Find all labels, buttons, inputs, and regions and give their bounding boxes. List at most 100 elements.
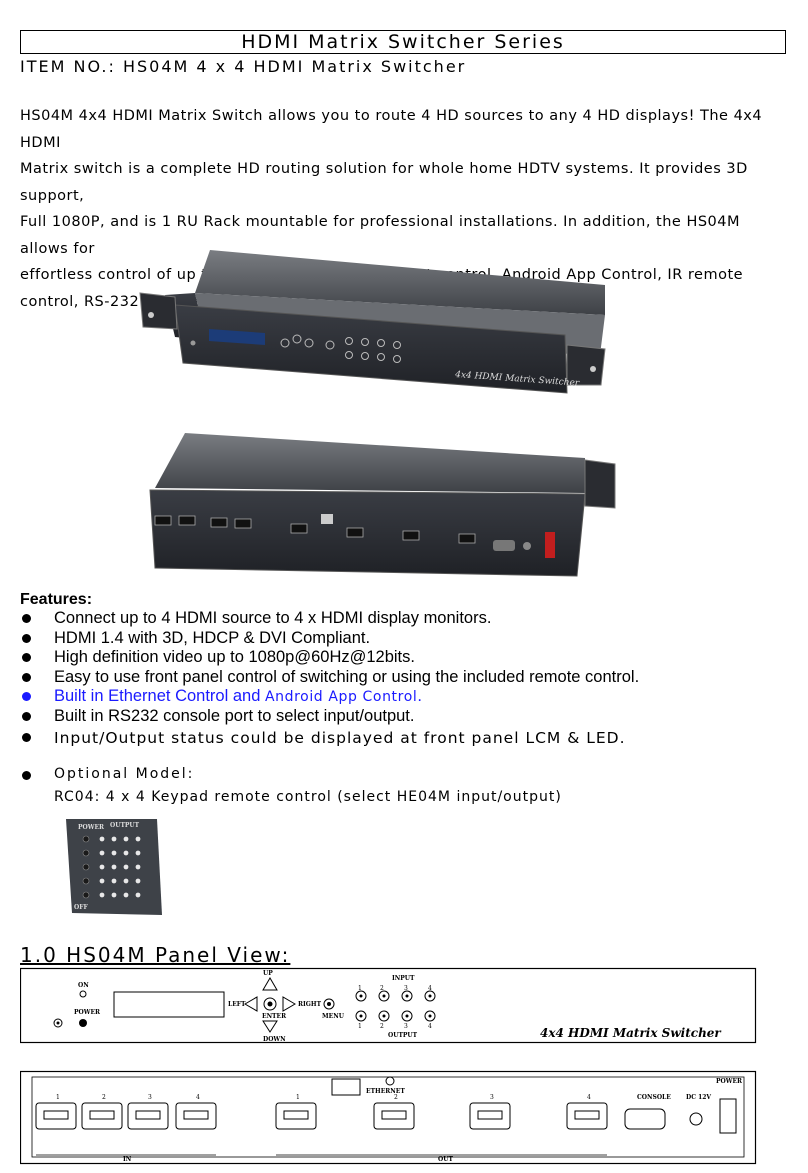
ethernet-port-icon [331, 1078, 361, 1096]
port-number: 4 [196, 1094, 200, 1101]
rc04-description: RC04: 4 x 4 Keypad remote control (selec… [54, 789, 562, 805]
output-number: 3 [404, 1023, 408, 1030]
keypad-power-label: POWER [78, 824, 105, 831]
bullet-icon [22, 653, 31, 663]
down-button-icon[interactable] [262, 1020, 278, 1033]
panel-view-heading: 1.0 HS04M Panel View: [20, 943, 291, 967]
console-port-icon [624, 1108, 666, 1130]
input-number: 1 [358, 985, 362, 992]
description-line: HS04M 4x4 HDMI Matrix Switch allows you … [20, 108, 763, 151]
port-number: 1 [296, 1094, 300, 1101]
out-label: OUT [438, 1156, 453, 1163]
bullet-icon [22, 614, 31, 623]
port-number: 3 [148, 1094, 152, 1101]
keypad-off-label: OFF [74, 904, 88, 911]
port-number: 2 [102, 1094, 106, 1101]
menu-label: MENU [322, 1013, 345, 1020]
hdmi-in-port-icon [127, 1102, 169, 1130]
right-button-icon[interactable] [282, 996, 296, 1012]
front-product-photo: 4x4 HDMI Matrix Switcher [139, 250, 606, 394]
description-line: Full 1080P, and is 1 RU Rack mountable f… [20, 214, 741, 257]
output-button-icon[interactable] [401, 1010, 413, 1022]
feature-text: Built in RS232 console port to select in… [54, 706, 415, 725]
hdmi-in-port-icon [35, 1102, 77, 1130]
enter-label: ENTER [262, 1013, 287, 1020]
feature-text: HDMI 1.4 with 3D, HDCP & DVI Compliant. [54, 628, 371, 647]
hdmi-out-port-icon [469, 1102, 511, 1130]
ir-sensor-icon [53, 1018, 63, 1028]
ethernet-label: ETHERNET [366, 1088, 405, 1095]
output-button-icon[interactable] [424, 1010, 436, 1022]
console-label: CONSOLE [637, 1094, 671, 1101]
feature-item: Easy to use front panel control of switc… [20, 668, 639, 688]
port-number: 3 [490, 1094, 494, 1101]
output-label: OUTPUT [388, 1032, 418, 1039]
description-line: Matrix switch is a complete HD routing s… [20, 161, 748, 204]
hdmi-out-port-icon [566, 1102, 608, 1130]
port-number: 1 [56, 1094, 60, 1101]
feature-item-highlighted: Built in Ethernet Control and Android Ap… [20, 687, 639, 707]
input-button-icon[interactable] [378, 990, 390, 1002]
feature-item: HDMI 1.4 with 3D, HDCP & DVI Compliant. [20, 629, 639, 649]
input-button-icon[interactable] [401, 990, 413, 1002]
dc-jack-icon [689, 1112, 703, 1126]
feature-text-android: Android App Control [264, 689, 418, 706]
series-title: HDMI Matrix Switcher Series [20, 30, 786, 54]
feature-text: Built in Ethernet Control and [54, 687, 265, 706]
bullet-icon [22, 672, 31, 682]
input-label: INPUT [392, 975, 415, 982]
output-number: 2 [380, 1023, 384, 1030]
up-label: UP [263, 970, 273, 977]
lcm-display [113, 991, 225, 1018]
hdmi-out-port-icon [373, 1102, 415, 1130]
port-number: 2 [394, 1094, 398, 1101]
input-button-icon[interactable] [355, 990, 367, 1002]
power-label: POWER [74, 1009, 101, 1016]
features-list: Connect up to 4 HDMI source to 4 x HDMI … [20, 609, 639, 749]
power-switch-icon[interactable] [719, 1098, 737, 1134]
output-button-icon[interactable] [378, 1010, 390, 1022]
bullet-icon [22, 732, 31, 742]
right-label: RIGHT [298, 1001, 322, 1008]
up-button-icon[interactable] [262, 977, 278, 991]
feature-text-period: . [417, 687, 422, 706]
input-button-icon[interactable] [424, 990, 436, 1002]
hdmi-in-port-icon [175, 1102, 217, 1130]
feature-text: Easy to use front panel control of switc… [54, 667, 640, 686]
feature-item: Built in RS232 console port to select in… [20, 707, 639, 727]
input-number: 2 [380, 985, 384, 992]
bullet-icon [22, 692, 31, 702]
hdmi-out-port-icon [275, 1102, 317, 1130]
feature-text: Connect up to 4 HDMI source to 4 x HDMI … [54, 609, 492, 627]
input-number: 4 [428, 985, 432, 992]
left-button-icon[interactable] [244, 996, 258, 1012]
bullet-icon [22, 633, 31, 643]
optional-model-label: Optional Model: [54, 766, 195, 782]
rear-product-photo [149, 433, 616, 577]
bullet-icon [22, 771, 31, 780]
power-switch-label: POWER [716, 1078, 743, 1085]
port-number: 4 [587, 1094, 591, 1101]
hdmi-in-port-icon [81, 1102, 123, 1130]
enter-button-icon[interactable] [263, 997, 277, 1011]
model-label: 4x4 HDMI Matrix Switcher [540, 1026, 722, 1040]
item-number: ITEM NO.: HS04M 4 x 4 HDMI Matrix Switch… [20, 57, 467, 76]
feature-text: High definition video up to 1080p@60Hz@1… [54, 648, 415, 667]
input-number: 3 [404, 985, 408, 992]
down-label: DOWN [263, 1036, 286, 1043]
bullet-icon [22, 711, 31, 721]
on-label: ON [78, 982, 89, 989]
menu-button-icon[interactable] [323, 998, 335, 1010]
screw-icon [385, 1076, 395, 1086]
power-button-icon[interactable] [79, 1019, 87, 1027]
left-label: LEFT [228, 1001, 246, 1008]
keypad-output-label: OUTPUT [110, 822, 140, 829]
on-led-icon [79, 990, 87, 998]
feature-item: Connect up to 4 HDMI source to 4 x HDMI … [20, 609, 639, 629]
output-button-icon[interactable] [355, 1010, 367, 1022]
dc-label: DC 12V [686, 1094, 711, 1101]
front-panel-diagram: ON POWER UP LEFT ENTER RIGHT DOWN MENU I… [20, 967, 757, 1044]
features-heading: Features: [20, 591, 93, 608]
in-label: IN [123, 1156, 132, 1163]
feature-item: High definition video up to 1080p@60Hz@1… [20, 648, 639, 668]
